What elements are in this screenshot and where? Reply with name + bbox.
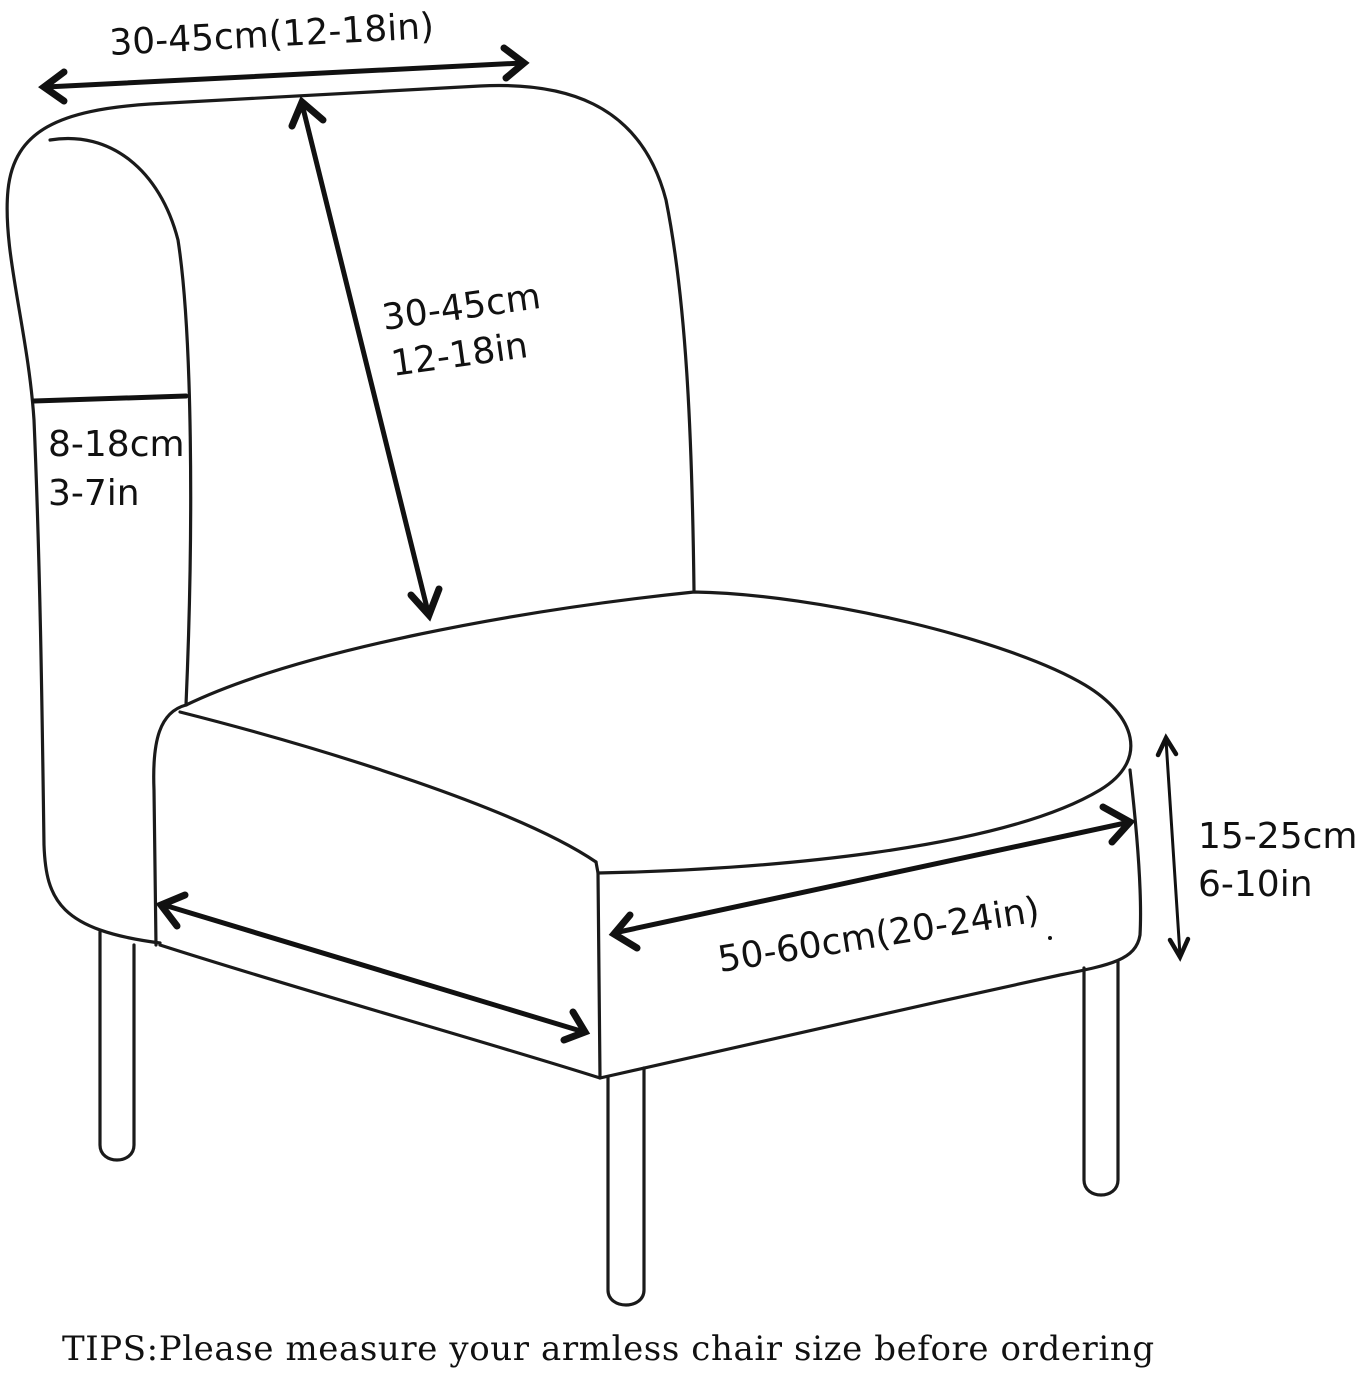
back-depth-line bbox=[31, 393, 189, 404]
seat-front-edge bbox=[152, 703, 188, 947]
seat-width-arrow bbox=[608, 803, 1136, 952]
tips-text: TIPS:Please measure your armless chair s… bbox=[62, 1329, 1155, 1369]
leg-back-left bbox=[98, 930, 136, 1162]
seat-front-top bbox=[178, 710, 598, 864]
seat-side-face bbox=[598, 768, 1143, 1080]
backrest-inner-edge bbox=[48, 137, 193, 707]
seat-top bbox=[184, 590, 1133, 875]
back-height-arrow bbox=[288, 96, 443, 622]
back-depth-cm-label: 8-18cm bbox=[48, 424, 185, 465]
seat-depth-arrow bbox=[155, 891, 591, 1044]
chair-outline bbox=[5, 83, 1143, 1080]
back-depth-in-label: 3-7in bbox=[48, 473, 140, 514]
seat-height-in-label: 6-10in bbox=[1198, 864, 1313, 905]
seat-height-arrow bbox=[1155, 733, 1191, 962]
stray-dot bbox=[1048, 936, 1052, 940]
leg-back-right bbox=[1082, 960, 1120, 1197]
chair-legs bbox=[98, 930, 1120, 1307]
back-width-arrow bbox=[38, 44, 530, 105]
seat-bottom-front bbox=[158, 943, 602, 1080]
leg-front bbox=[606, 1066, 646, 1307]
seat-front-corner bbox=[594, 860, 602, 1079]
back-width-label: 30-45cm(12-18in) bbox=[108, 6, 435, 64]
seat-height-cm-label: 15-25cm bbox=[1198, 816, 1356, 857]
backrest-outline bbox=[5, 83, 696, 945]
